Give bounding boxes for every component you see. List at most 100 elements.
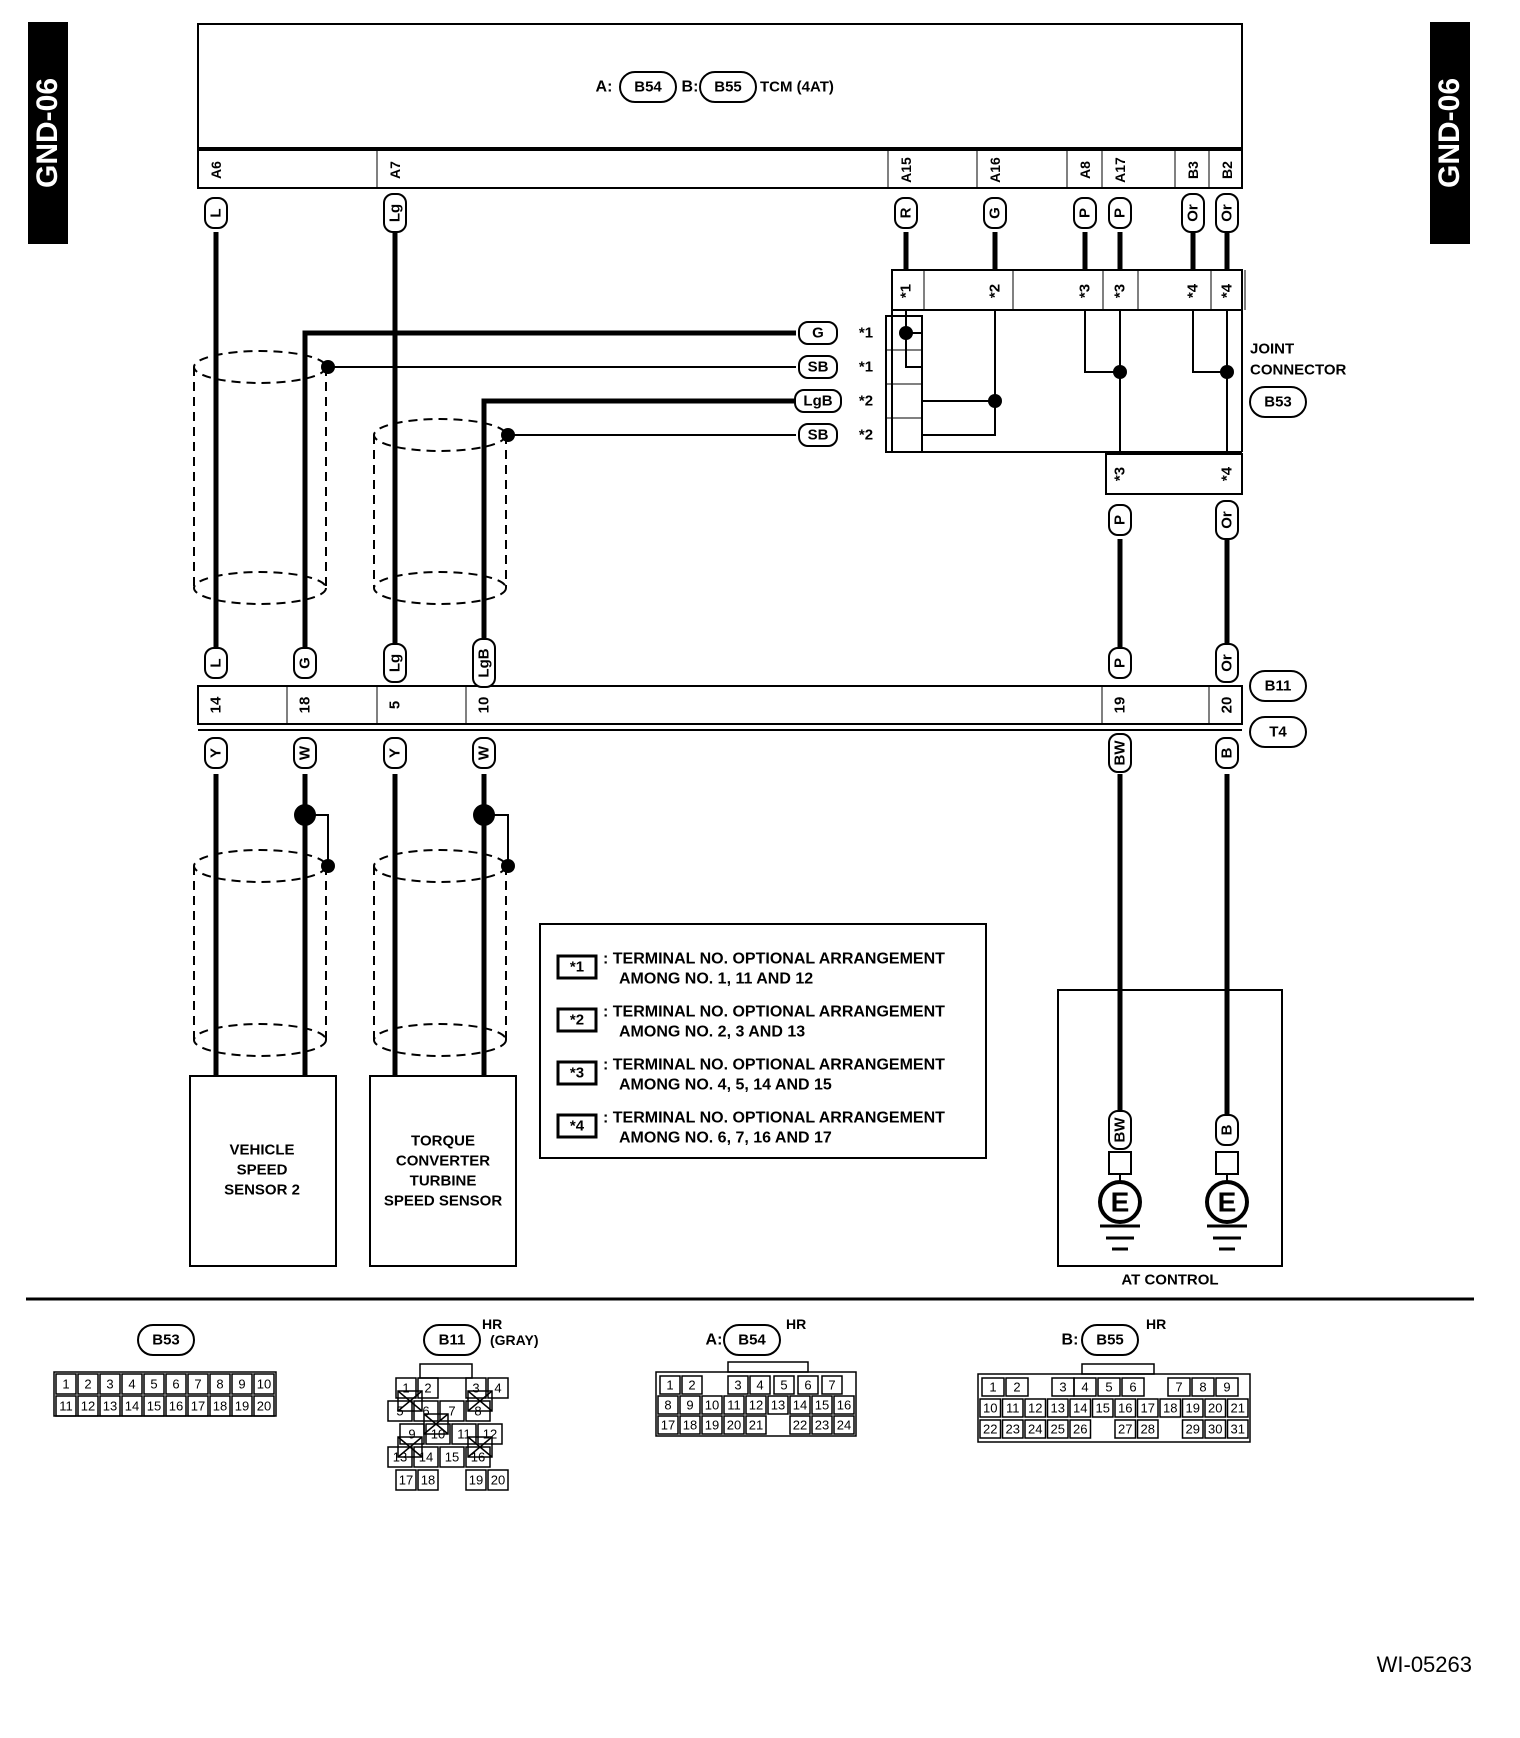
view-b55-row2-num-19: 19 <box>1186 1401 1200 1416</box>
view-b54-num-3: 3 <box>734 1378 741 1393</box>
joint-top-terminal-5: *4 <box>1219 283 1236 298</box>
joint-top-terminal-3: *3 <box>1112 284 1129 298</box>
t4-lower-wire-4-text: BW <box>1112 740 1129 766</box>
view-b54-row3-num-21: 21 <box>749 1418 763 1433</box>
tcm-wire-A7-text: Lg <box>387 204 404 222</box>
view-b54-row2-cell-0 <box>657 1395 679 1415</box>
view-b11-r5-1 <box>417 1469 439 1491</box>
ground-wire-1-outline <box>1215 1114 1239 1146</box>
view-b54-latch <box>727 1361 809 1373</box>
view-b11-sub: (GRAY) <box>490 1332 539 1348</box>
view-b53-row1-num-4: 4 <box>128 1377 135 1392</box>
legend-line2-3: AMONG NO. 6, 7, 16 AND 17 <box>619 1130 832 1147</box>
view-b54-r1-2 <box>727 1375 749 1395</box>
legend-line1-3: : TERMINAL NO. OPTIONAL ARRANGEMENT <box>603 1110 945 1127</box>
diagram-id: WI-05263 <box>1376 1652 1472 1677</box>
joint-left-terminal-1: *1 <box>859 359 873 376</box>
view-b55-sup: HR <box>1146 1316 1166 1332</box>
page-tab-left: GND-06 <box>28 22 68 244</box>
view-b54-num-4: 4 <box>756 1378 763 1393</box>
t4-id-text: T4 <box>1269 724 1287 741</box>
view-b54-row2-cell-7 <box>811 1395 833 1415</box>
view-b11-latch <box>419 1363 473 1379</box>
view-b55-row3-num-29: 29 <box>1186 1422 1200 1437</box>
view-b54-row2-num-13: 13 <box>771 1398 785 1413</box>
view-b53-row2-num-19: 19 <box>235 1399 249 1414</box>
view-b54-row3-cell-8 <box>833 1415 855 1435</box>
b11-id-text: B11 <box>1265 678 1292 695</box>
view-b11-cross-box-0 <box>397 1390 423 1412</box>
view-b53-row2-num-14: 14 <box>125 1399 139 1414</box>
view-b55-num-6: 6 <box>1129 1380 1136 1395</box>
view-b55-id-outline <box>1081 1324 1139 1356</box>
view-b54-r1-0 <box>659 1375 681 1395</box>
view-b11-r3-2 <box>451 1423 477 1445</box>
view-b53-row2-num-13: 13 <box>103 1399 117 1414</box>
joint-left-wire-1-text: SB <box>808 359 829 376</box>
joint-left-wire-1-outline <box>798 355 838 379</box>
legend-box <box>539 923 987 1159</box>
view-b55-r1-0 <box>981 1377 1005 1397</box>
view-b55-row2-cell-2 <box>1024 1398 1047 1418</box>
view-b55-num-2: 2 <box>1013 1380 1020 1395</box>
view-b54-r1-6 <box>821 1375 843 1395</box>
torque-box <box>369 1075 517 1267</box>
view-b53-row1-cell-0 <box>55 1373 77 1395</box>
view-b54-row2-cell-8 <box>833 1395 855 1415</box>
view-b53-row1-num-8: 8 <box>216 1377 223 1392</box>
joint-splice-2 <box>988 394 1002 408</box>
view-b53-row2-num-15: 15 <box>147 1399 161 1414</box>
view-b53-row1-cell-8 <box>231 1373 253 1395</box>
b11-upper-wire-0-outline <box>204 647 228 679</box>
at-control-box <box>1057 989 1283 1267</box>
ground-circle-1 <box>1205 1180 1249 1224</box>
t4-lower-wire-1-outline <box>293 737 317 769</box>
view-b55-row3-cell-11 <box>1226 1419 1249 1439</box>
tcm-pin-A15: A15 <box>898 157 914 183</box>
view-b54-frame <box>655 1371 857 1437</box>
view-b11-cross-box-4 <box>467 1436 493 1458</box>
view-b53-frame <box>53 1371 277 1417</box>
legend-key-box-0 <box>556 954 598 980</box>
view-b11-r1-3 <box>487 1377 509 1399</box>
view-b55-frame <box>977 1373 1251 1443</box>
wire-g <box>302 330 796 650</box>
view-b55-row3-num-24: 24 <box>1028 1422 1042 1437</box>
tcm-pin-B2: B2 <box>1219 161 1235 179</box>
at-control-label: AT CONTROL <box>1121 1272 1218 1289</box>
view-b53-row2-cell-0 <box>55 1395 77 1417</box>
view-b11-r4-2 <box>439 1446 465 1468</box>
joint-left-wire-0-text: G <box>812 325 824 342</box>
joint-bottom-wire-1-text: Or <box>1219 511 1236 529</box>
view-b54-row3-num-18: 18 <box>683 1418 697 1433</box>
view-b11-num-7: 7 <box>448 1404 455 1419</box>
view-b54-sup: HR <box>786 1316 806 1332</box>
view-b53-row1-num-3: 3 <box>106 1377 113 1392</box>
view-b54-id-text: B54 <box>738 1332 766 1349</box>
view-b54-row2-num-15: 15 <box>815 1398 829 1413</box>
joint-top-terminal-0: *1 <box>898 284 915 298</box>
view-b55-row2-cell-0 <box>979 1398 1002 1418</box>
view-b55-row3-cell-6 <box>1114 1419 1137 1439</box>
view-b55-num-3: 3 <box>1059 1380 1066 1395</box>
view-b54-row2-cell-4 <box>745 1395 767 1415</box>
view-b11-num-4: 4 <box>494 1381 501 1396</box>
view-b55-row3-cell-10 <box>1204 1419 1227 1439</box>
view-b54-row2-num-10: 10 <box>705 1398 719 1413</box>
view-b53-row1-num-9: 9 <box>238 1377 245 1392</box>
view-b55-num-7: 7 <box>1175 1380 1182 1395</box>
view-b11-cross-b-1 <box>467 1390 493 1412</box>
view-b54-r1-3 <box>749 1375 771 1395</box>
tcm-pin-B3: B3 <box>1185 161 1201 179</box>
b11-pin-14: 14 <box>208 696 225 713</box>
legend-line2-0: AMONG NO. 1, 11 AND 12 <box>619 971 813 988</box>
vss-label-2: SENSOR 2 <box>224 1182 300 1199</box>
view-b54-row2-num-12: 12 <box>749 1398 763 1413</box>
view-b11-id-outline <box>423 1324 481 1356</box>
tcm-pin-A6: A6 <box>208 161 224 179</box>
b11-pin-18: 18 <box>297 697 314 714</box>
b11-pin-20: 20 <box>1219 697 1236 714</box>
ground-fuse-0 <box>1108 1151 1132 1175</box>
view-b11-cross-b-0 <box>397 1390 423 1412</box>
